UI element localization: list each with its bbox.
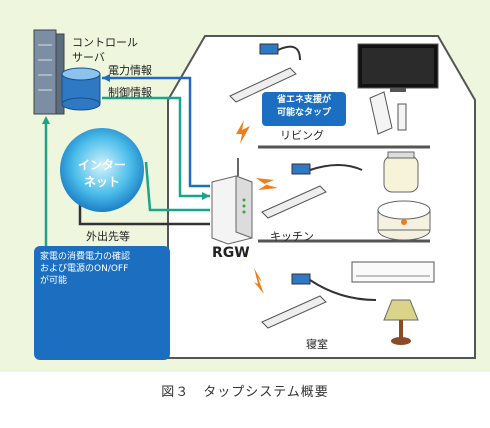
spark-living — [236, 120, 250, 144]
wireless-spark-icons — [236, 120, 278, 294]
room-label-living: リビング — [280, 129, 324, 142]
air-conditioner-icon — [351, 261, 435, 283]
database-icon — [61, 67, 101, 111]
gateway-router-icon — [211, 158, 253, 245]
power-strip-kitchen-icon — [261, 163, 363, 219]
server-label-line1: コントロール — [72, 36, 138, 49]
room-label-bedroom: 寝室 — [306, 338, 328, 351]
internet-label: インター ネット — [62, 157, 142, 191]
server-remote-arrow — [42, 116, 50, 124]
room-label-kitchen: キッチン — [270, 230, 314, 243]
spark-bedroom — [254, 268, 264, 294]
remote-info-box — [34, 246, 170, 360]
remote-info-line1: 家電の消費電力の確認 — [40, 252, 131, 262]
power-info-label: 電力情報 — [108, 64, 152, 77]
energy-saving-tap-badge: 省エネ支援が 可能なタップ — [262, 92, 346, 126]
remote-info-line3: が可能 — [40, 276, 68, 286]
control-info-label: 制御情報 — [108, 86, 152, 99]
power-info-arrow — [102, 74, 110, 82]
electric-kettle-icon — [383, 151, 419, 193]
game-console-icon — [369, 91, 407, 135]
internet-label-line2: ネット — [83, 175, 120, 189]
remote-info-text: 家電の消費電力の確認 および電源のON/OFF が可能 — [40, 251, 168, 287]
control-info-arrow — [202, 192, 210, 200]
server-rack-icon — [33, 29, 65, 115]
power-strip-living-icon — [229, 43, 301, 103]
server-label-line2: サーバ — [72, 51, 105, 64]
internet-cloud-icon — [60, 128, 144, 212]
internet-label-line1: インター — [77, 158, 126, 172]
badge-line2: 可能なタップ — [276, 108, 331, 118]
gateway-label: RGW — [212, 245, 250, 261]
control-info-line — [102, 96, 210, 198]
power-info-line — [102, 76, 210, 188]
remote-info-line2: および電源のON/OFF — [40, 264, 129, 274]
floor-lamp-icon — [383, 299, 419, 345]
power-strip-bedroom-icon — [261, 273, 377, 329]
badge-line1: 省エネ支援が — [276, 95, 331, 105]
tap-system-diagram — [33, 29, 476, 359]
figure-caption: 図３ タップシステム概要 — [161, 385, 329, 400]
spark-kitchen — [256, 178, 278, 190]
internet-green-line — [144, 161, 210, 212]
television-icon — [357, 43, 439, 92]
rice-cooker-icon — [377, 200, 431, 241]
remote-location-label: 外出先等 — [86, 230, 130, 243]
